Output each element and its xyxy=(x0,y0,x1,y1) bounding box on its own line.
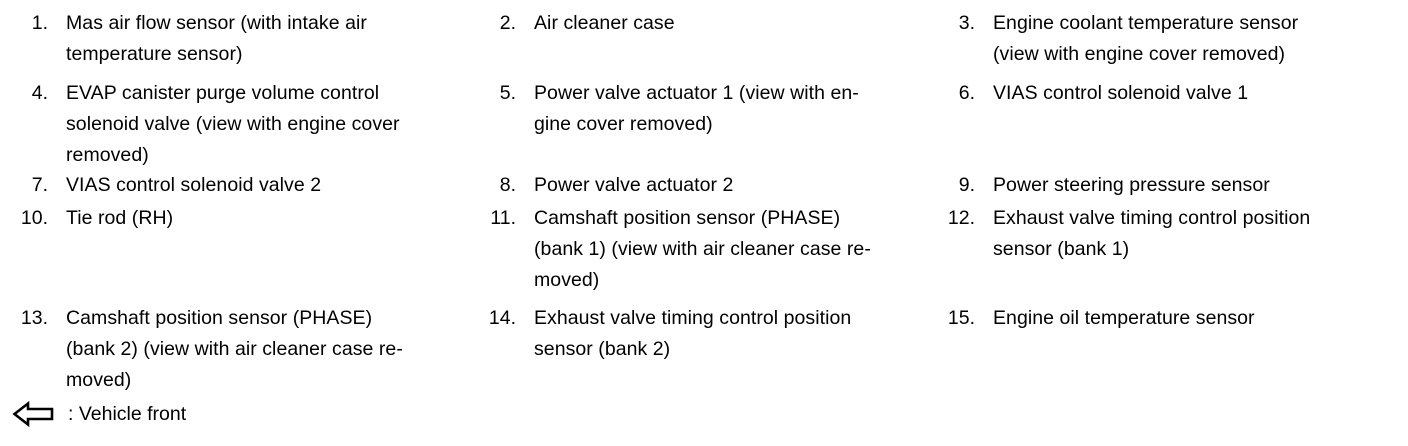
legend-item-10: 10. Tie rod (RH) xyxy=(14,203,469,234)
legend-item-4: 4. EVAP canister purge volume control so… xyxy=(14,78,469,171)
vehicle-front-legend: : Vehicle front xyxy=(12,398,186,430)
legend-item-label: Air cleaner case xyxy=(534,12,675,34)
legend-item-label: Exhaust valve timing control position se… xyxy=(534,307,852,360)
legend-item-12: 12. Exhaust valve timing control positio… xyxy=(941,203,1391,265)
legend-item-number: 14. xyxy=(488,307,516,329)
legend-item-number: 1. xyxy=(31,12,48,34)
legend-item-number: 9. xyxy=(958,174,975,196)
legend-item-number: 4. xyxy=(31,82,48,104)
legend-item-number: 15. xyxy=(947,307,975,329)
legend-item-label: VIAS control solenoid valve 1 xyxy=(993,82,1249,104)
arrow-left-outline-icon xyxy=(12,401,54,427)
legend-item-6: 6. VIAS control solenoid valve 1 xyxy=(941,78,1391,109)
legend-item-label: Tie rod (RH) xyxy=(66,207,174,229)
legend-item-2: 2. Air cleaner case xyxy=(482,8,934,39)
legend-item-label: Camshaft position sensor (PHASE) (bank 2… xyxy=(66,307,403,391)
legend-item-8: 8. Power valve actuator 2 xyxy=(482,170,934,201)
legend-item-3: 3. Engine coolant temperature sensor (vi… xyxy=(941,8,1391,70)
legend-item-label: Exhaust valve timing control position se… xyxy=(993,207,1311,260)
legend-item-label: Mas air flow sensor (with intake air tem… xyxy=(66,12,367,65)
legend-item-label: Engine coolant temperature sensor (view … xyxy=(993,12,1299,65)
legend-item-15: 15. Engine oil temperature sensor xyxy=(941,303,1391,334)
legend-item-number: 3. xyxy=(958,12,975,34)
legend-item-label: Power steering pressure sensor xyxy=(993,174,1270,196)
legend-item-number: 5. xyxy=(499,82,516,104)
legend-item-7: 7. VIAS control solenoid valve 2 xyxy=(14,170,469,201)
legend-item-label: VIAS control solenoid valve 2 xyxy=(66,174,322,196)
legend-item-label: EVAP canister purge volume control solen… xyxy=(66,82,400,166)
legend-item-label: Power valve actuator 2 xyxy=(534,174,734,196)
legend-item-number: 7. xyxy=(31,174,48,196)
legend-item-label: Power valve actuator 1 (view with en- gi… xyxy=(534,82,859,135)
legend-item-label: Camshaft position sensor (PHASE) (bank 1… xyxy=(534,207,871,291)
legend-item-number: 8. xyxy=(499,174,516,196)
legend-item-label: Engine oil temperature sensor xyxy=(993,307,1255,329)
legend-item-number: 13. xyxy=(20,307,48,329)
legend-item-1: 1. Mas air flow sensor (with intake air … xyxy=(14,8,469,70)
legend-item-11: 11. Camshaft position sensor (PHASE) (ba… xyxy=(482,203,934,296)
legend-item-number: 2. xyxy=(499,12,516,34)
vehicle-front-label: : Vehicle front xyxy=(68,403,187,425)
legend-item-number: 10. xyxy=(20,207,48,229)
legend-item-number: 11. xyxy=(490,207,516,229)
legend-item-13: 13. Camshaft position sensor (PHASE) (ba… xyxy=(14,303,469,396)
legend-item-number: 6. xyxy=(958,82,975,104)
legend-item-9: 9. Power steering pressure sensor xyxy=(941,170,1391,201)
legend-item-5: 5. Power valve actuator 1 (view with en-… xyxy=(482,78,934,140)
legend-item-14: 14. Exhaust valve timing control positio… xyxy=(482,303,934,365)
legend-item-number: 12. xyxy=(947,207,975,229)
